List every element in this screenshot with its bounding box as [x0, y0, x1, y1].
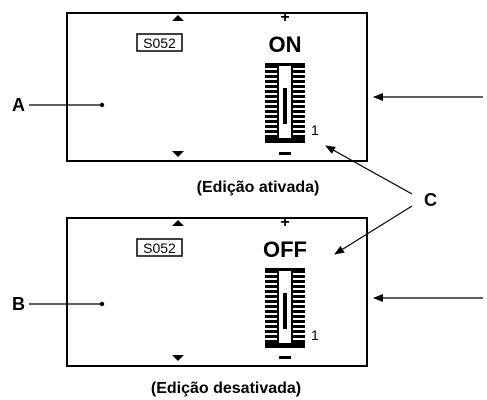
program-code: S052: [143, 35, 176, 51]
minus-icon: [279, 356, 291, 359]
plus-icon: +: [280, 9, 289, 26]
plus-icon: +: [280, 214, 289, 231]
lcd-screen-frame: [66, 217, 368, 367]
level-bar-icon: [265, 63, 305, 143]
code-box: [136, 33, 183, 52]
callout-c-arrow-up: [325, 145, 413, 195]
down-triangle-icon: [172, 355, 184, 361]
callout-letter: A: [12, 95, 25, 115]
lcd-screen-frame: [66, 12, 368, 162]
callout-c-arrow-down: [334, 205, 413, 255]
up-triangle-icon: [172, 15, 184, 21]
callout-c-label: C: [424, 190, 437, 210]
code-box: [136, 238, 183, 257]
caption: (Edição ativada): [197, 179, 320, 196]
panel-a: S052 + ON: [12, 9, 483, 196]
state-label: OFF: [263, 237, 307, 262]
callout-letter: B: [12, 294, 25, 314]
callout-c: C: [325, 145, 437, 255]
callout-dot: [99, 102, 105, 108]
level-value: 1: [311, 122, 319, 138]
state-label: ON: [269, 32, 302, 57]
up-triangle-icon: [172, 220, 184, 226]
panel-b: S052 + OFF: [12, 214, 483, 397]
callout-dot: [99, 301, 105, 307]
minus-icon: [279, 152, 291, 155]
level-bar-icon: [265, 268, 305, 348]
down-triangle-icon: [172, 151, 184, 157]
program-code: S052: [143, 240, 176, 256]
caption: (Edição desativada): [151, 380, 301, 397]
level-value: 1: [311, 327, 319, 343]
